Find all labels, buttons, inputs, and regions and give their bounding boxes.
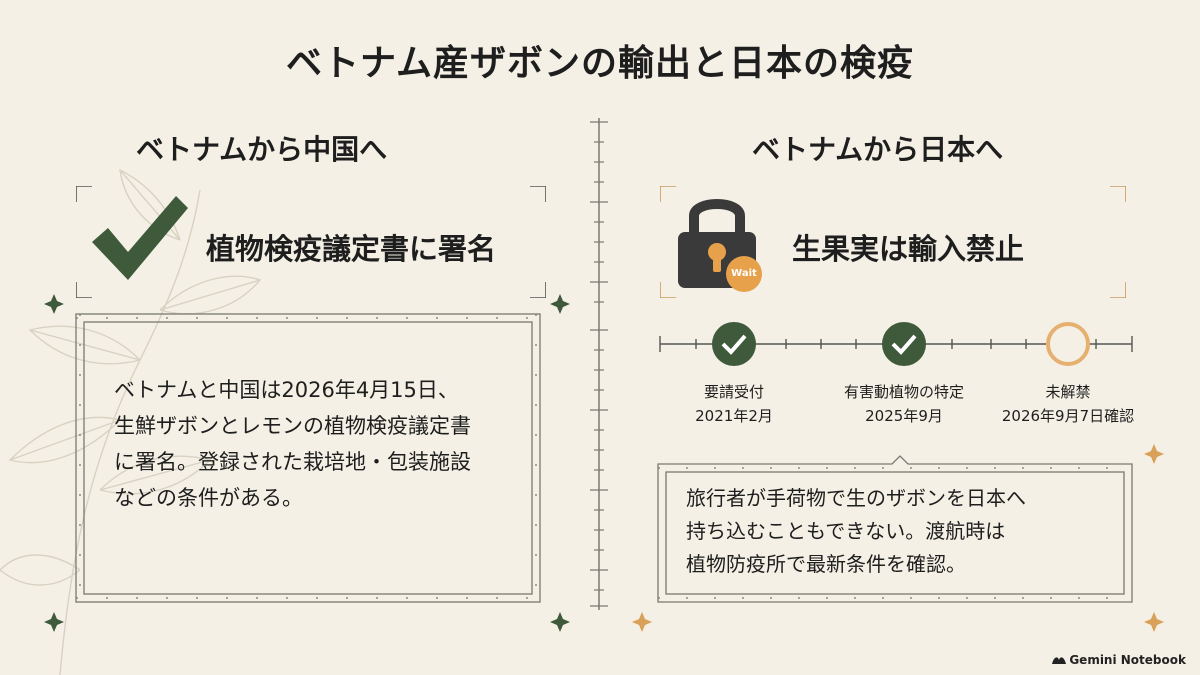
- brand-logo-icon: [1052, 657, 1067, 664]
- timeline-step-2-label: 有害動植物の特定 2025年9月: [819, 380, 989, 428]
- timeline-step-1-title: 要請受付: [703, 383, 764, 401]
- flourish-icon: [1144, 612, 1164, 632]
- left-body-line: 生鮮ザボンとレモンの植物検疫議定書: [114, 414, 471, 438]
- right-note-line: 植物防疫所で最新条件を確認。: [686, 552, 966, 576]
- timeline-step-3-title: 未解禁: [1045, 383, 1091, 401]
- right-note-line: 旅行者が手荷物で生のザボンを日本へ: [686, 486, 1026, 510]
- timeline-step-2-date: 2025年9月: [865, 407, 943, 425]
- flourish-icon: [1144, 444, 1164, 464]
- left-callout: 植物検疫議定書に署名: [206, 232, 497, 266]
- center-ruler-divider: [590, 118, 608, 610]
- page-title: ベトナム産ザボンの輸出と日本の検疫: [286, 42, 914, 84]
- flourish-icon: [550, 294, 570, 314]
- flourish-icon: [44, 294, 64, 314]
- brand-watermark: Gemini Notebook: [1052, 653, 1186, 667]
- left-body-line: ベトナムと中国は2026年4月15日、: [114, 378, 459, 402]
- flourish-icon: [550, 612, 570, 632]
- left-body-text: ベトナムと中国は2026年4月15日、 生鮮ザボンとレモンの植物検疫議定書 に署…: [114, 372, 524, 516]
- left-section-heading: ベトナムから中国へ: [136, 133, 388, 166]
- right-note-text: 旅行者が手荷物で生のザボンを日本へ 持ち込むこともできない。渡航時は 植物防疫所…: [686, 482, 1116, 581]
- left-body-line: に署名。登録された栽培地・包装施設: [114, 450, 471, 474]
- timeline-step-3-date: 2026年9月7日確認: [1001, 407, 1135, 425]
- left-body-line: などの条件がある。: [114, 486, 303, 510]
- flourish-icon: [44, 612, 64, 632]
- flourish-icon: [632, 612, 652, 632]
- timeline-step-2-marker: [882, 322, 926, 366]
- timeline-step-1-date: 2021年2月: [695, 407, 773, 425]
- checkmark-icon: [92, 196, 188, 280]
- leaf-illustration: [0, 168, 262, 675]
- timeline-step-1-marker: [712, 322, 756, 366]
- right-callout: 生果実は輸入禁止: [792, 232, 1025, 266]
- right-note-line: 持ち込むこともできない。渡航時は: [686, 519, 1006, 543]
- right-note-frame: [657, 455, 1133, 603]
- approval-timeline: [659, 322, 1133, 366]
- right-section-heading: ベトナムから日本へ: [752, 133, 1004, 166]
- timeline-step-3-marker: [1046, 322, 1090, 366]
- brand-name: Gemini Notebook: [1069, 653, 1186, 667]
- timeline-step-1-label: 要請受付 2021年2月: [649, 380, 819, 428]
- left-text-frame: [75, 313, 541, 603]
- timeline-step-2-title: 有害動植物の特定: [843, 383, 964, 401]
- wait-badge: Wait: [726, 256, 762, 292]
- timeline-step-3-label: 未解禁 2026年9月7日確認: [983, 380, 1153, 428]
